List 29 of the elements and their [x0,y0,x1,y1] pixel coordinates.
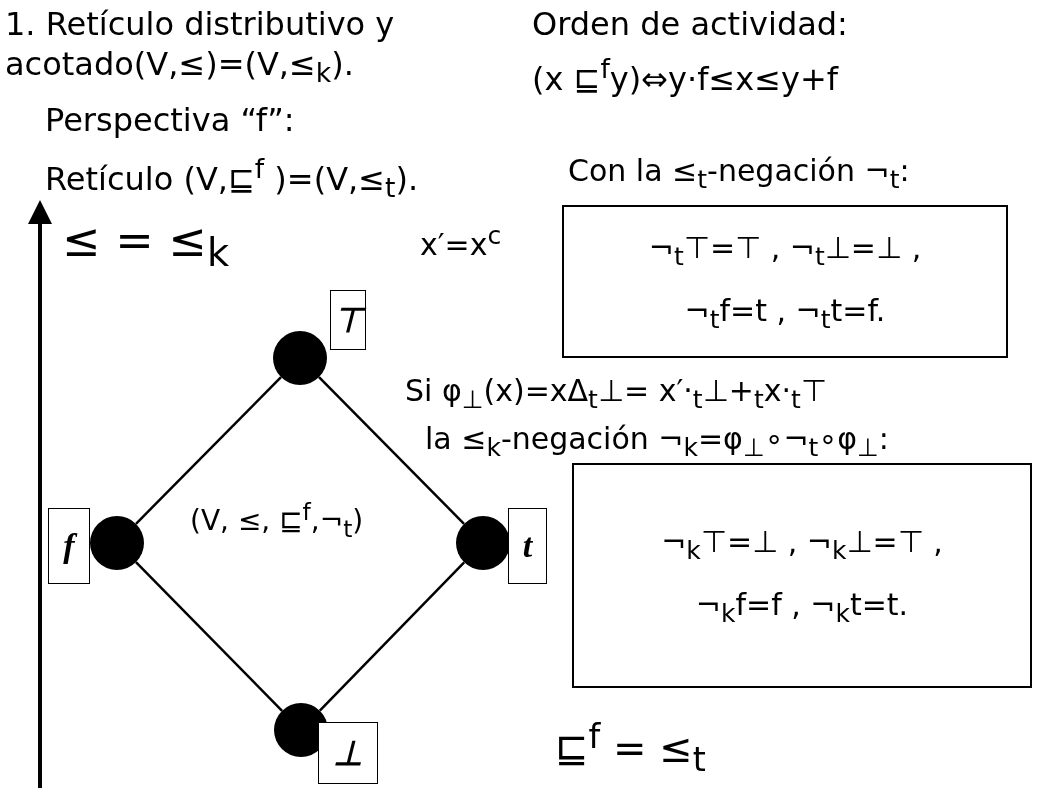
heading-text: Con la ≤$_{t}$-negación ¬$_{t}$: [568,152,911,196]
lattice-edge [318,561,466,712]
formula-box [572,463,1032,688]
heading-text: Perspectiva “f”: [45,100,296,140]
lattice-edge [135,561,283,712]
formula-text: ¬$_{k}$f=f , ¬$_{k}$t=t. [695,586,909,628]
formula-text: Si φ$_{⊥}$(x)=xΔ$_{t}$⊥= x′·$_{t}$⊥+$_{t}$x·$_{t}$⊤ [405,372,828,416]
element-label: t [508,508,547,584]
lattice-dot [90,516,144,570]
formula-text: Retículo (V,⊑$^{f}$ )=(V,≤$_{t}$). [45,152,420,205]
formula-text: (x ⊑$^{f}$y)⇔y·f≤x≤y+f [532,52,840,99]
formula-text: ⊑$^{f}$ = ≤$_{t}$ [555,716,707,781]
formula-text: ¬$_{t}$⊤=⊤ , ¬$_{t}$⊥=⊥ , [648,229,922,271]
formula-text: la ≤$_{k}$-negación ¬$_{k}$=φ$_{⊥}$∘¬$_{t}$∘φ$_{⊥}$: [425,420,890,464]
element-label: ⊤ [330,290,366,350]
lattice-edge [135,376,282,525]
formula-text: (V, ≤, ⊑$^{f}$,¬$_{t}$) [190,498,365,545]
heading-text: Orden de actividad: [532,4,849,44]
formula-text: x′=x$^{c}$ [420,220,503,264]
formula-box [562,205,1008,358]
element-label: f [48,508,90,584]
heading-text: 1. Retículo distributivo y acotado(V,≤)=(V,≤$_{k}$). [5,4,396,90]
lattice-edge [318,376,465,525]
formula-text: ¬$_{k}$⊤=⊥ , ¬$_{k}$⊥=⊤ , [661,523,943,565]
lattice-dot [273,331,327,385]
element-label: ⊥ [318,722,378,784]
formula-text: ¬$_{t}$f=t , ¬$_{t}$t=f. [684,292,886,334]
lattice-dot [456,516,510,570]
formula-text: ≤ = ≤$_{k}$ [62,212,231,278]
